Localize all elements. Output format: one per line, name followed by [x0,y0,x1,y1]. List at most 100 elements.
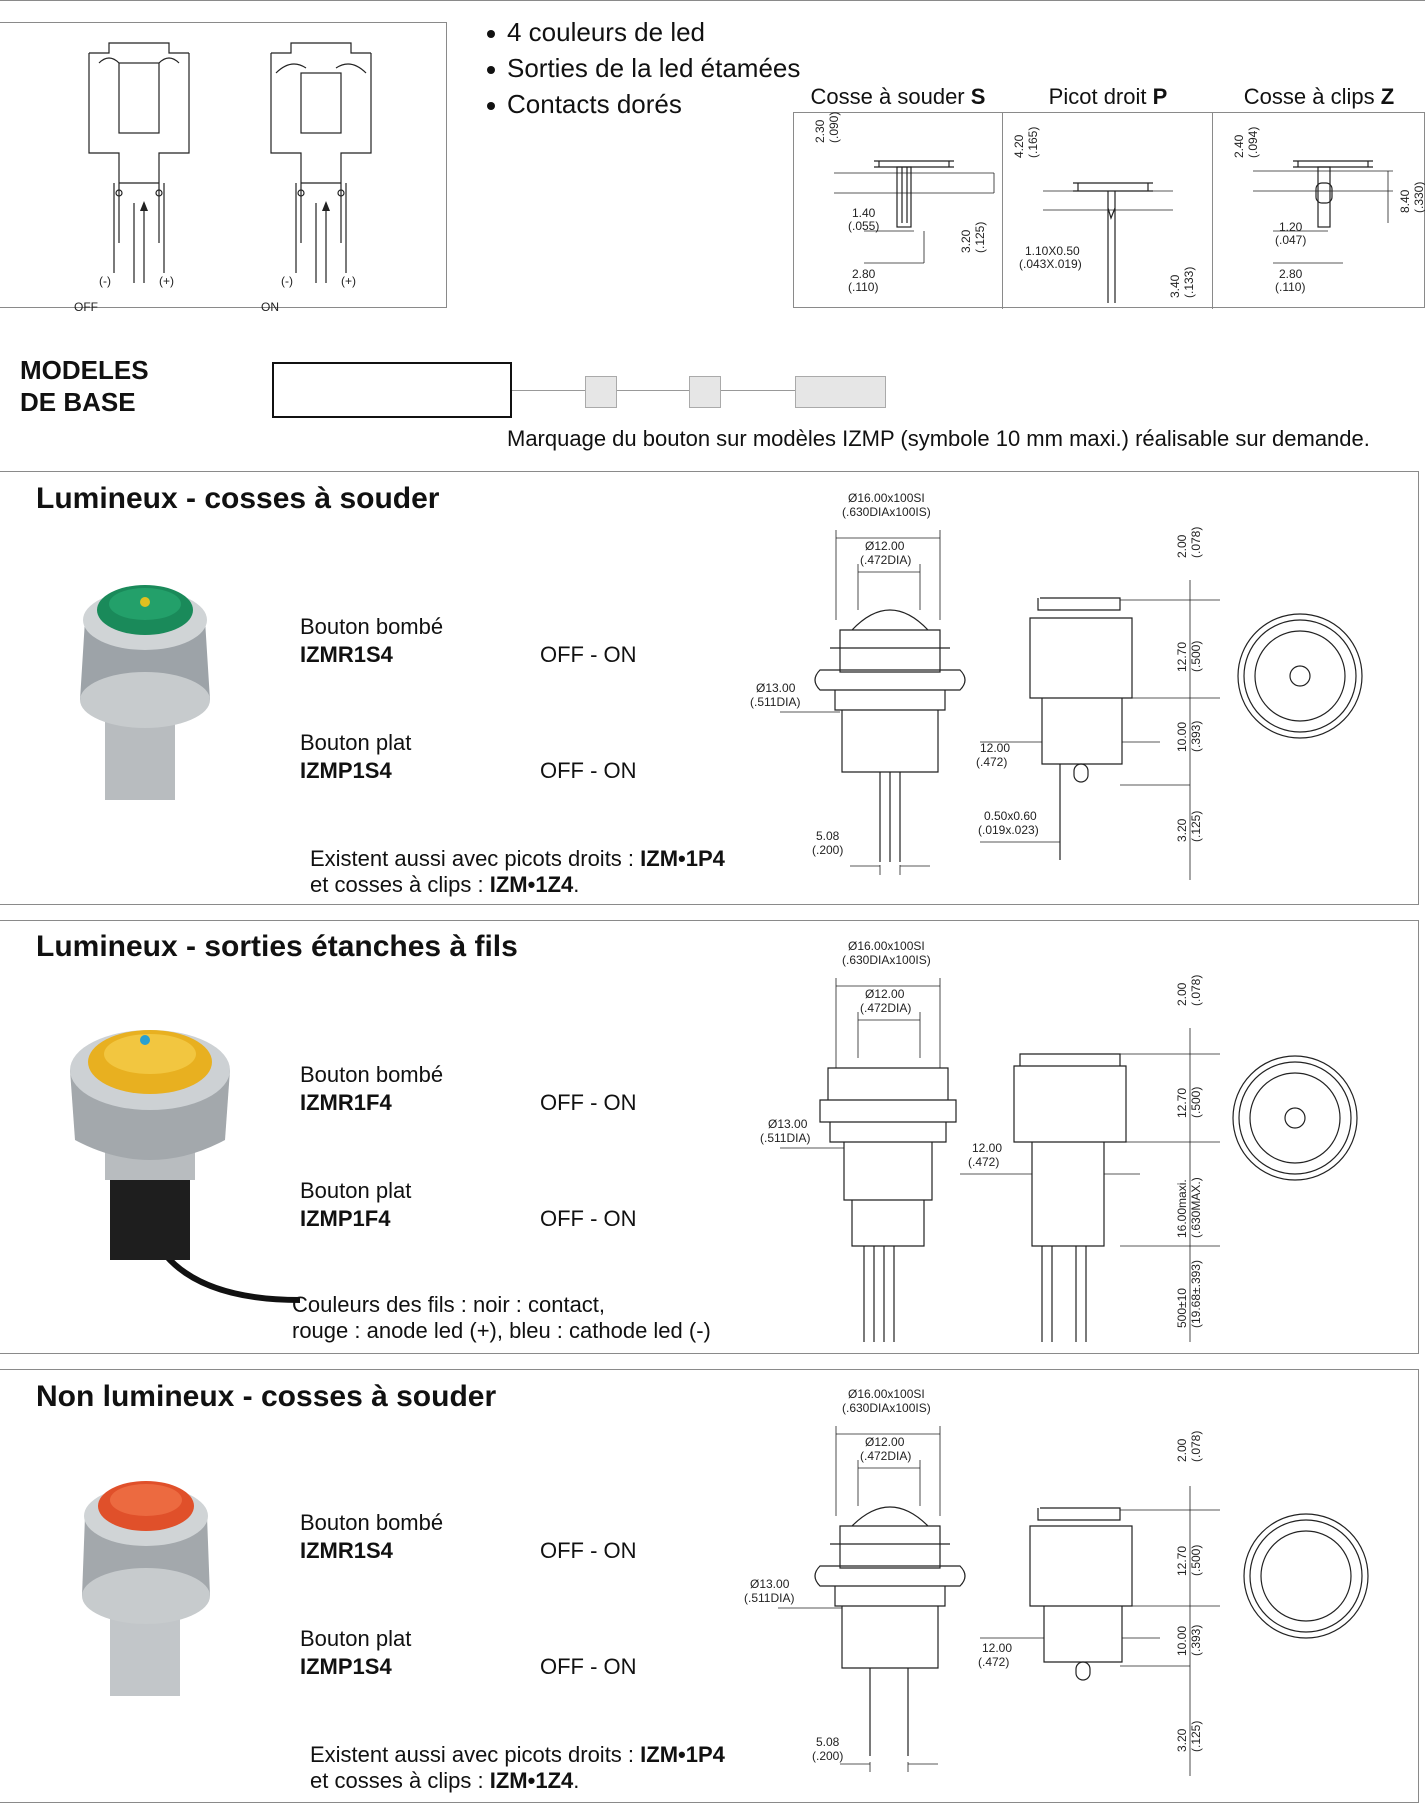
schematic-minus: (-) [99,274,111,288]
section-title: Lumineux - sorties étanches à fils [36,930,518,963]
svg-text:(.110): (.110) [848,280,878,294]
builder-slot-1 [585,376,617,408]
on-label: ON [261,300,279,314]
product-photo-orange [82,1481,210,1696]
svg-text:(.078): (.078) [1189,1431,1203,1462]
svg-text:8.40: 8.40 [1398,189,1412,213]
svg-text:(.500): (.500) [1189,1087,1203,1118]
svg-text:(.110): (.110) [1275,280,1305,294]
svg-text:(.078): (.078) [1189,527,1203,558]
svg-text:Ø13.00: Ø13.00 [756,681,796,695]
svg-text:(.094): (.094) [1246,127,1260,158]
svg-text:5.08: 5.08 [816,1735,840,1749]
item-code: IZMR1S4 [300,642,393,667]
svg-text:(.630MAX.): (.630MAX.) [1189,1177,1203,1238]
modeles-title: MODELES DE BASE [20,355,149,417]
svg-text:12.00: 12.00 [980,741,1010,755]
svg-text:(19.68±.393): (19.68±.393) [1189,1260,1203,1328]
product-photo-yellow [70,1030,301,1303]
top-rule [0,0,1425,1]
svg-text:(.393): (.393) [1189,1625,1203,1656]
feature-item: 4 couleurs de led [487,14,800,50]
svg-text:2.80: 2.80 [1279,267,1303,281]
terminal-header-p: Picot droit P [1048,84,1168,109]
svg-text:(.500): (.500) [1189,1545,1203,1576]
svg-text:0.50x0.60: 0.50x0.60 [984,809,1037,823]
svg-text:Ø13.00: Ø13.00 [768,1117,808,1131]
item-state: OFF - ON [540,758,637,783]
svg-text:(.055): (.055) [848,219,879,233]
item-code: IZMR1F4 [300,1090,392,1115]
svg-text:2.40: 2.40 [1232,134,1246,158]
dimension-drawing-1: Ø16.00x100SI (.630DIAx100IS) Ø12.00 (.47… [750,491,1363,880]
section-lumineux-souder [0,471,1419,905]
svg-text:(.472): (.472) [968,1155,999,1169]
svg-text:Ø12.00: Ø12.00 [865,987,905,1001]
svg-text:12.00: 12.00 [972,1141,1002,1155]
svg-text:2.00: 2.00 [1175,534,1189,558]
svg-text:(.472DIA): (.472DIA) [860,1001,911,1015]
item-code: IZMP1S4 [300,758,392,783]
svg-text:(.019x.023): (.019x.023) [978,823,1039,837]
svg-text:4.20: 4.20 [1012,134,1026,158]
item-label: Bouton plat [300,1626,412,1651]
builder-slot-3 [795,376,886,408]
item-state: OFF - ON [540,642,637,667]
svg-text:12.70: 12.70 [1175,642,1189,672]
svg-text:500±10: 500±10 [1175,1288,1189,1328]
svg-text:(.133): (.133) [1182,267,1196,298]
svg-text:12.70: 12.70 [1175,1088,1189,1118]
item-state: OFF - ON [540,1090,637,1115]
schematic-plus: (+) [341,274,356,288]
terminal-dimension-drawings: 2.30 (.090) 1.40 (.055) 2.80 (.110) 3.20… [813,112,1425,303]
section-title: Lumineux - cosses à souder [36,482,440,515]
svg-text:(.630DIAx100IS): (.630DIAx100IS) [842,1401,931,1415]
svg-text:Ø16.00x100SI: Ø16.00x100SI [848,491,925,505]
svg-text:1.40: 1.40 [852,206,876,220]
terminal-header-s: Cosse à souder S [810,84,986,109]
switch-schematic-diagram: (-) (+) OFF (-) (+) ON [74,42,372,314]
item-label: Bouton plat [300,1178,412,1203]
section-title: Non lumineux - cosses à souder [36,1380,497,1413]
svg-text:(.090): (.090) [827,112,841,143]
svg-text:(.125): (.125) [1189,1721,1203,1752]
item-state: OFF - ON [540,1206,637,1231]
terminal-drawings-box: 2.30 (.090) 1.40 (.055) 2.80 (.110) 3.20… [793,112,1425,309]
svg-text:(.078): (.078) [1189,975,1203,1006]
svg-text:Ø16.00x100SI: Ø16.00x100SI [848,939,925,953]
item-label: Bouton plat [300,730,412,755]
svg-text:10.00: 10.00 [1175,1626,1189,1656]
schematic-minus: (-) [281,274,293,288]
svg-text:3.20: 3.20 [1175,1728,1189,1752]
svg-text:(.047): (.047) [1275,233,1306,247]
item-code: IZMP1F4 [300,1206,391,1231]
svg-text:Ø12.00: Ø12.00 [865,539,905,553]
item-state: OFF - ON [540,1538,637,1563]
svg-text:(.393): (.393) [1189,721,1203,752]
feature-item: Contacts dorés [487,86,800,122]
svg-text:(.165): (.165) [1026,127,1040,158]
svg-text:1.20: 1.20 [1279,220,1303,234]
svg-text:1.10X0.50: 1.10X0.50 [1025,244,1080,258]
schematic-plus: (+) [159,274,174,288]
feature-item: Sorties de la led étamées [487,50,800,86]
svg-text:(.472): (.472) [978,1655,1009,1669]
svg-text:(.125): (.125) [1189,811,1203,842]
svg-text:3.40: 3.40 [1168,274,1182,298]
svg-text:(.500): (.500) [1189,641,1203,672]
item-label: Bouton bombé [300,1062,444,1087]
dimension-drawing-2: Ø16.00x100SI (.630DIAx100IS) Ø12.00 (.47… [760,939,1358,1342]
svg-text:(.511DIA): (.511DIA) [750,695,800,709]
svg-text:(.125): (.125) [973,222,987,253]
svg-text:12.00: 12.00 [982,1641,1012,1655]
item-label: Bouton bombé [300,614,444,639]
svg-text:Ø16.00x100SI: Ø16.00x100SI [848,1387,925,1401]
svg-text:2.00: 2.00 [1175,1438,1189,1462]
item-code: IZMP1S4 [300,1654,392,1679]
svg-text:(.511DIA): (.511DIA) [744,1591,794,1605]
item-label: Bouton bombé [300,1510,444,1535]
variant-note: Existent aussi avec picots droits : IZM•… [310,1742,725,1793]
svg-text:2.00: 2.00 [1175,982,1189,1006]
svg-text:Ø12.00: Ø12.00 [865,1435,905,1449]
svg-text:12.70: 12.70 [1175,1546,1189,1576]
